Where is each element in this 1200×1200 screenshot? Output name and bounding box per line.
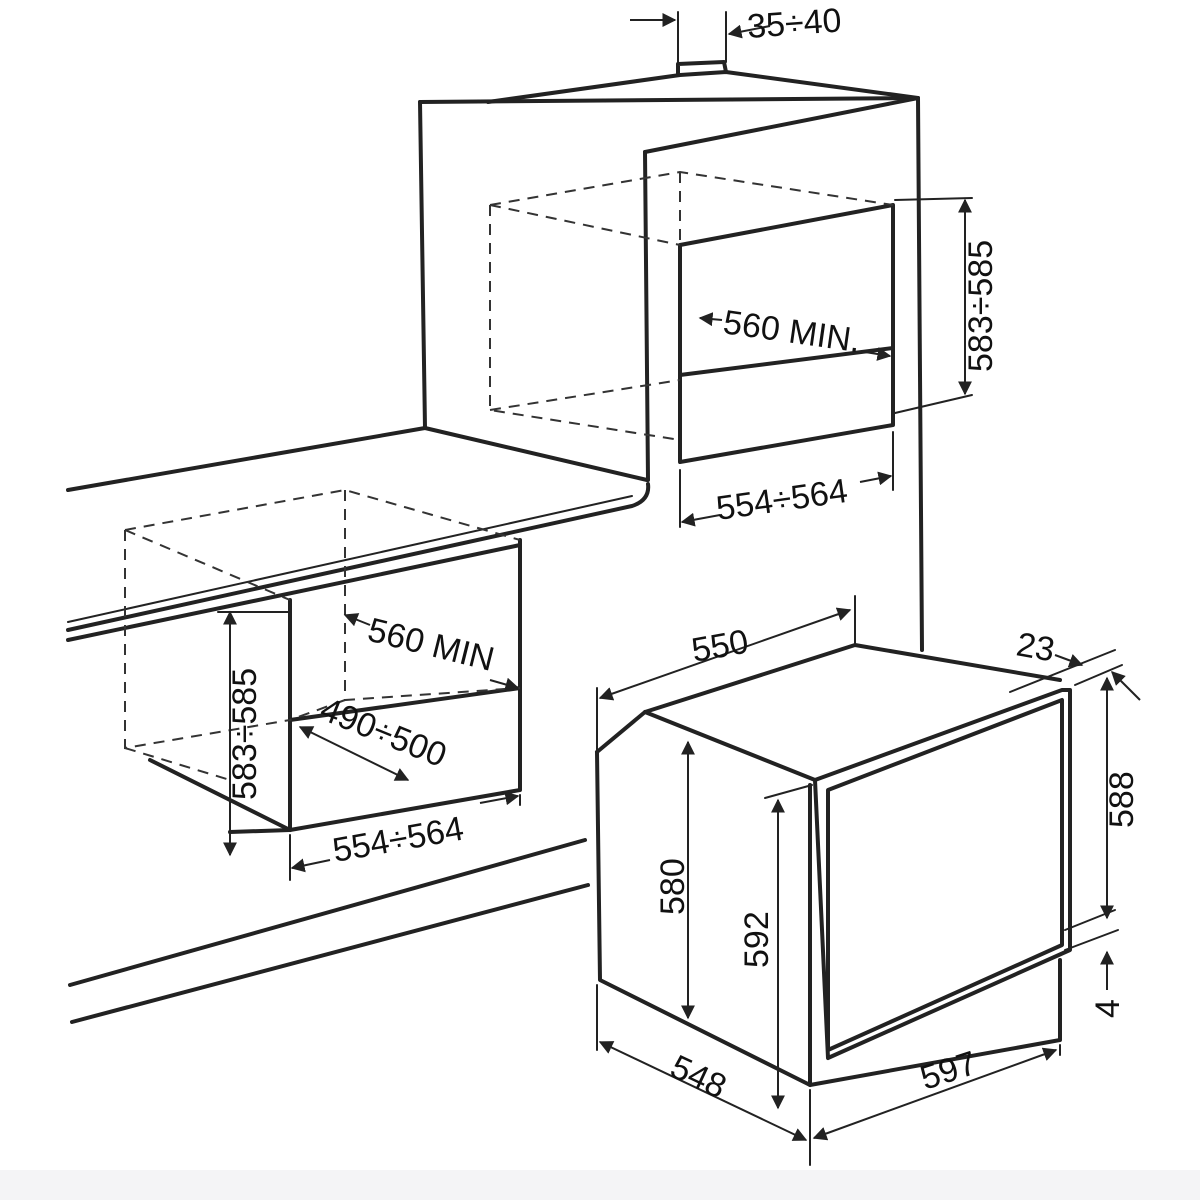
dim-label-total-height: 592: [738, 911, 776, 968]
dim-label-side-depth: 548: [665, 1048, 732, 1106]
tall-cabinet: [418, 70, 924, 652]
dim-label-under-inner-depth: 490÷500: [315, 690, 452, 775]
oven-front-panel: [813, 688, 1072, 1060]
dim-label-under-height: 583÷585: [226, 668, 264, 800]
dim-label-oven-depth: 550: [689, 623, 751, 670]
worktop: [66, 426, 651, 642]
top-vent: [630, 11, 771, 77]
dim-label-wall-height: 583÷585: [962, 240, 1000, 372]
dim-label-wall-width: 554÷564: [714, 472, 850, 528]
bottom-strip: [0, 1170, 1200, 1200]
dim-label-body-height: 580: [654, 858, 692, 915]
dim-label-top-offset: 35÷40: [746, 1, 843, 45]
dim-label-under-depth: 560 MIN: [364, 611, 498, 679]
dim-label-bottom-gap: 4: [1089, 999, 1127, 1018]
wall-niche: [489, 170, 973, 528]
dim-label-front-width: 597: [916, 1044, 982, 1098]
dim-label-wall-depth: 560 MIN.: [721, 303, 863, 360]
dim-label-front-height: 588: [1103, 771, 1141, 828]
oven-dimensions: [596, 595, 1141, 1166]
dim-label-front-thickness: 23: [1014, 625, 1058, 669]
base-cabinet: [68, 488, 590, 1024]
